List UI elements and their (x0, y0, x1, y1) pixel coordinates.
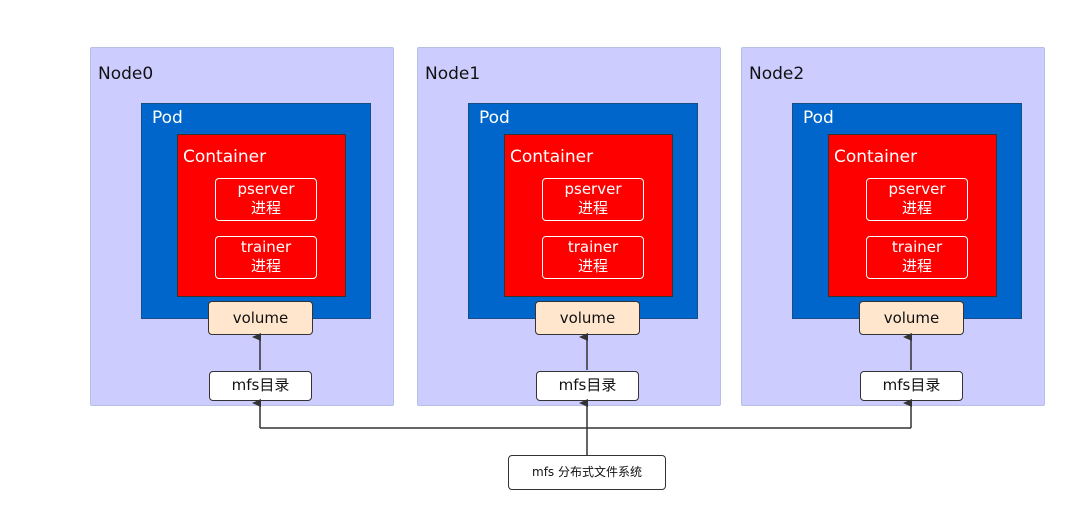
node-label: Node2 (749, 64, 805, 84)
process-label: 进程 (901, 199, 932, 217)
trainer-label: trainer (240, 238, 292, 256)
process-label: 进程 (577, 257, 608, 275)
mfs-directory-box: mfs目录 (209, 371, 312, 401)
pod-label: Pod (803, 108, 834, 128)
pserver-process-box: pserver 进程 (542, 178, 644, 221)
pserver-process-box: pserver 进程 (866, 178, 968, 221)
node-2: Node2 Pod Container pserver 进程 trainer 进… (741, 47, 1045, 406)
container-label: Container (834, 147, 918, 167)
node-1: Node1 Pod Container pserver 进程 trainer 进… (417, 47, 721, 406)
process-label: 进程 (577, 199, 608, 217)
volume-box: volume (535, 301, 640, 335)
mfs-directory-box: mfs目录 (536, 371, 639, 401)
trainer-process-box: trainer 进程 (542, 236, 644, 279)
pod-box: Pod Container pserver 进程 trainer 进程 (141, 103, 371, 319)
node-0: Node0 Pod Container pserver 进程 trainer 进… (90, 47, 394, 406)
mfs-distributed-filesystem-box: mfs 分布式文件系统 (508, 455, 666, 490)
container-label: Container (183, 147, 267, 167)
trainer-label: trainer (891, 238, 943, 256)
node-label: Node1 (425, 64, 481, 84)
pod-label: Pod (152, 108, 183, 128)
volume-box: volume (859, 301, 964, 335)
pserver-label: pserver (888, 180, 946, 198)
trainer-process-box: trainer 进程 (215, 236, 317, 279)
process-label: 进程 (250, 257, 281, 275)
pserver-label: pserver (237, 180, 295, 198)
pserver-process-box: pserver 进程 (215, 178, 317, 221)
process-label: 进程 (901, 257, 932, 275)
pod-label: Pod (479, 108, 510, 128)
node-label: Node0 (98, 64, 154, 84)
volume-box: volume (208, 301, 313, 335)
pod-box: Pod Container pserver 进程 trainer 进程 (468, 103, 698, 319)
pod-box: Pod Container pserver 进程 trainer 进程 (792, 103, 1022, 319)
container-box: Container pserver 进程 trainer 进程 (504, 134, 673, 297)
pserver-label: pserver (564, 180, 622, 198)
mfs-directory-box: mfs目录 (860, 371, 963, 401)
container-box: Container pserver 进程 trainer 进程 (177, 134, 346, 297)
container-box: Container pserver 进程 trainer 进程 (828, 134, 997, 297)
container-label: Container (510, 147, 594, 167)
trainer-process-box: trainer 进程 (866, 236, 968, 279)
process-label: 进程 (250, 199, 281, 217)
trainer-label: trainer (567, 238, 619, 256)
